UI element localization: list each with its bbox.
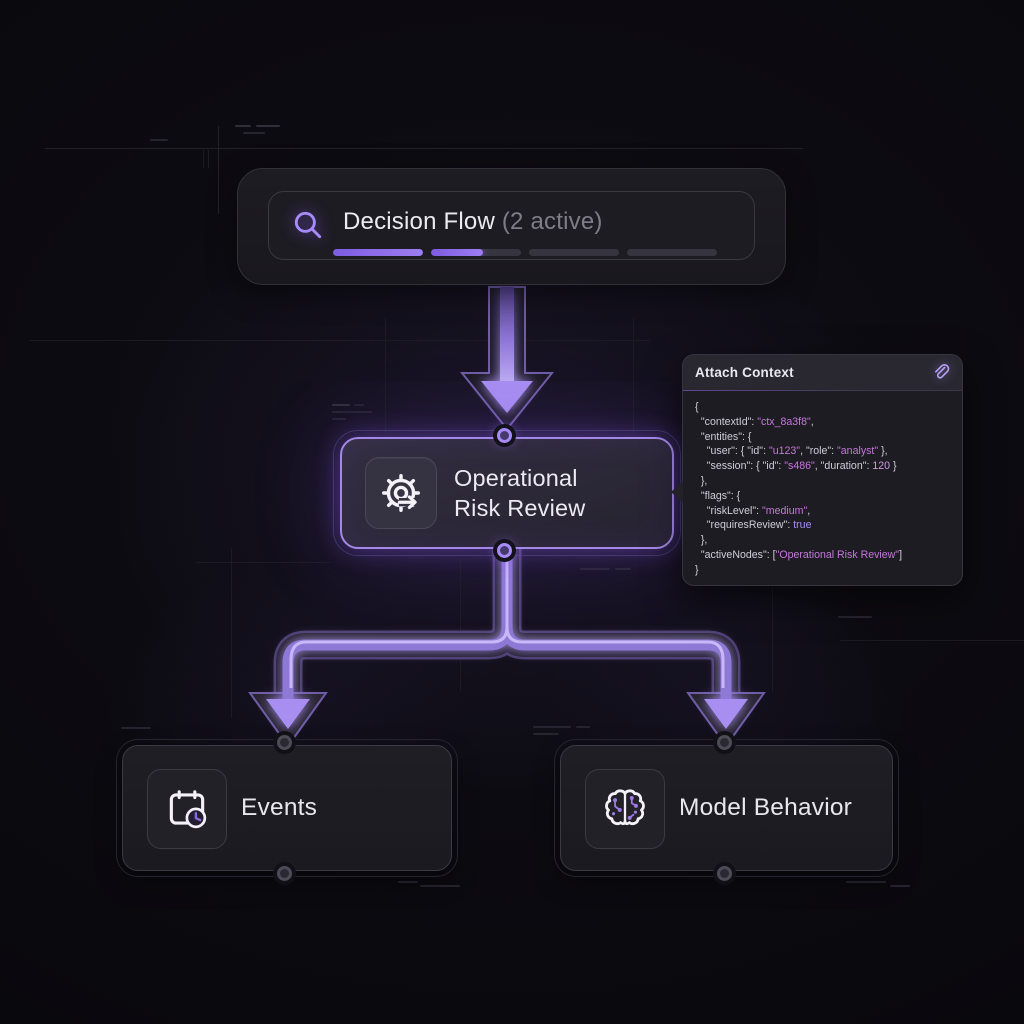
deco-line [385, 318, 386, 446]
deco-dashes [846, 881, 886, 883]
progress-segment [529, 249, 619, 256]
deco-line [203, 150, 204, 168]
panel-pointer [671, 481, 683, 503]
code-line: { [695, 401, 699, 413]
panel-title: Attach Context [695, 365, 794, 380]
code-line: "riskLevel": "medium", [706, 504, 811, 517]
node-icon-tile [365, 457, 437, 529]
deco-dashes [890, 885, 910, 887]
deco-line [196, 562, 331, 563]
deco-dashes [332, 404, 350, 406]
deco-line [460, 560, 461, 692]
node-operational-risk-review[interactable]: Operational Risk Review [333, 428, 681, 558]
progress-segment [627, 249, 717, 256]
node-label: Events [241, 794, 318, 821]
deco-line [218, 126, 219, 214]
progress-segment [431, 249, 521, 256]
branch-connector [248, 549, 766, 748]
port-bottom[interactable] [497, 543, 512, 558]
code-line: } [695, 563, 699, 576]
deco-dashes [256, 125, 280, 127]
node-label: Operational Risk Review [454, 463, 585, 523]
flow-title: Decision Flow [343, 208, 495, 235]
port-top[interactable] [277, 735, 292, 750]
panel-header: Attach Context [683, 355, 962, 391]
deco-line [772, 560, 773, 692]
node-label-line2: Risk Review [454, 495, 586, 521]
search-input[interactable]: Decision Flow (2 active) [268, 191, 755, 260]
brain-circuit-icon [605, 789, 645, 826]
port-top[interactable] [716, 735, 732, 750]
deco-dashes [615, 568, 631, 570]
deco-dashes [243, 132, 265, 134]
node-label-line1: Operational [454, 465, 578, 491]
port-bottom[interactable] [277, 866, 292, 881]
node-events[interactable]: Events [116, 735, 458, 881]
deco-dashes [420, 885, 460, 887]
code-line: "requiresReview": true [706, 519, 812, 532]
attach-context-panel: Attach Context { "contextId": "ctx_8a3f8… [671, 354, 963, 587]
deco-dashes [533, 726, 571, 728]
deco-line [208, 150, 209, 168]
code-line: }, [695, 474, 708, 487]
paperclip-icon[interactable] [930, 363, 950, 383]
node-label: Model Behavior [679, 794, 853, 821]
progress-segments [333, 249, 717, 256]
port-top[interactable] [497, 428, 512, 443]
deco-dashes [398, 881, 418, 883]
deco-dashes [576, 726, 590, 728]
deco-dashes [235, 125, 251, 127]
calendar-clock-icon [169, 790, 207, 829]
node-icon-tile [585, 769, 665, 849]
code-line: }, [695, 534, 708, 547]
main-flow-arrow [459, 286, 555, 431]
node-icon-tile [147, 769, 227, 849]
deco-dashes [332, 411, 372, 413]
code-line: "entities": { [700, 430, 752, 443]
deco-line [30, 340, 650, 341]
deco-line [840, 640, 1024, 641]
context-code: { "contextId": "ctx_8a3f8", "entities": … [683, 391, 962, 587]
deco-dashes [150, 139, 168, 141]
port-bottom[interactable] [716, 866, 732, 881]
gear-process-icon [382, 474, 420, 512]
deco-line [45, 148, 803, 149]
deco-dashes [580, 568, 610, 570]
deco-line [231, 548, 232, 718]
deco-dashes [121, 727, 151, 729]
toolbar-title: Decision Flow (2 active) [343, 204, 603, 240]
deco-dashes [354, 404, 364, 406]
deco-dashes [838, 616, 872, 618]
code-line: "user": { "id": "u123", "role": "analyst… [706, 445, 888, 458]
node-model-behavior[interactable]: Model Behavior [554, 735, 899, 881]
deco-dashes [533, 733, 559, 735]
deco-dashes [332, 418, 346, 420]
search-icon [294, 211, 322, 239]
active-count: (2 active) [501, 208, 603, 235]
code-line: "flags": { [700, 489, 741, 502]
progress-segment [333, 249, 423, 256]
code-line: "contextId": "ctx_8a3f8", [700, 415, 814, 428]
code-line: "activeNodes": ["Operational Risk Review… [700, 548, 903, 561]
decision-flow-toolbar: Decision Flow (2 active) [237, 168, 786, 285]
deco-line [633, 318, 634, 446]
code-line: "session": { "id": "s486", "duration": 1… [706, 460, 897, 473]
